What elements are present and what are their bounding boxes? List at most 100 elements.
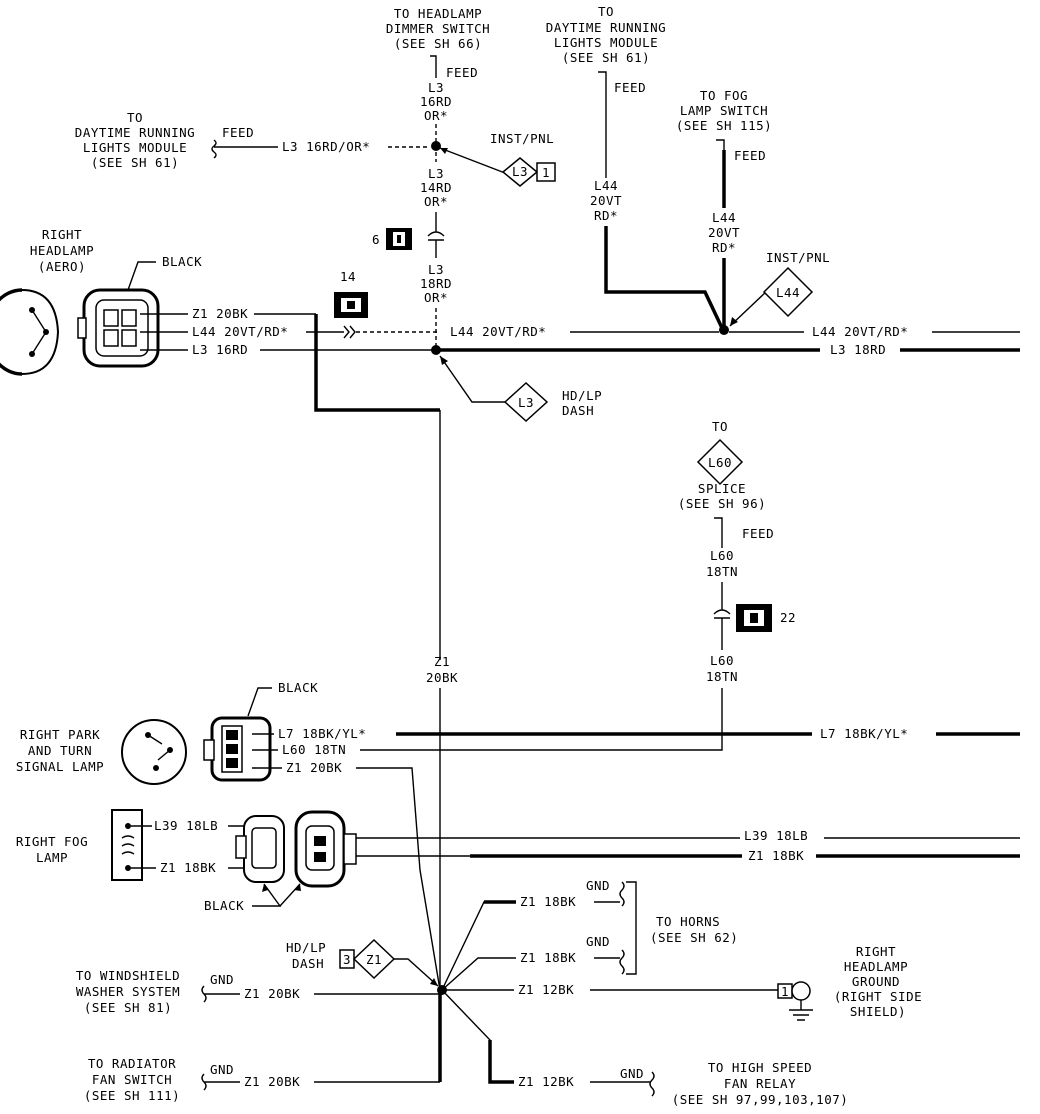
label-black-3: BLACK <box>204 898 244 913</box>
right-headlamp: RIGHT HEADLAMP (AERO) BLACK Z1 20BK L44 … <box>0 227 1020 423</box>
fog-lamp-icon <box>111 809 143 881</box>
svg-text:1: 1 <box>781 984 789 999</box>
label-hd-dimmer-1: TO HEADLAMP <box>394 6 482 21</box>
label-inst-pnl-2: INST/PNL <box>766 250 830 265</box>
label-z1-18bk-d: Z1 18BK <box>520 950 576 965</box>
label-ws-washer-1: TO WINDSHIELD <box>76 968 180 983</box>
splice-dot-l3-top <box>431 141 441 151</box>
label-drl-left-3: LIGHTS MODULE <box>83 140 187 155</box>
label-z1-12bk-b: Z1 12BK <box>518 1074 574 1089</box>
svg-text:L44: L44 <box>776 285 800 300</box>
l44-circuit: TO DAYTIME RUNNING LIGHTS MODULE (SEE SH… <box>546 4 830 335</box>
label-drl-left-4: (SEE SH 61) <box>91 155 179 170</box>
label-l3-b-3: OR* <box>424 194 448 209</box>
splice-dot-l3-mid <box>431 345 441 355</box>
label-l44-a-2: 20VT <box>590 193 622 208</box>
right-park-turn-lamp: BLACK RIGHT PARK AND TURN SIGNAL LAMP L7… <box>16 680 1020 991</box>
label-z1-18bk-a: Z1 18BK <box>160 860 216 875</box>
label-conn-22: 22 <box>780 610 796 625</box>
label-l3-c-2: 18RD <box>420 276 452 291</box>
label-l44-b-2: 20VT <box>708 225 740 240</box>
label-hl-ground-3: GROUND <box>852 974 900 989</box>
label-ws-washer-3: (SEE SH 81) <box>84 1000 172 1015</box>
label-l60-a-2: 18TN <box>706 564 738 579</box>
label-gnd-3: GND <box>210 972 234 987</box>
label-park-lamp-3: SIGNAL LAMP <box>16 759 104 774</box>
badge-l3-inst: L3 1 <box>501 157 556 187</box>
label-l44-20vt-rd-b: L44 20VT/RD* <box>450 324 546 339</box>
label-l44-20vt-rd-a: L44 20VT/RD* <box>192 324 288 339</box>
park-lamp-icon <box>121 719 187 785</box>
fog-connector-left-icon <box>235 815 285 883</box>
label-l7-18bk-yl-a: L7 18BK/YL* <box>278 726 366 741</box>
label-z1-20bk-d: Z1 20BK <box>244 1074 300 1089</box>
label-l3-c-3: OR* <box>424 290 448 305</box>
label-hd-lp-dash-1: HD/LP <box>562 388 602 403</box>
label-l44-b-1: L44 <box>712 210 736 225</box>
label-z1-20bk-c: Z1 20BK <box>244 986 300 1001</box>
right-fog-lamp: RIGHT FOG LAMP L39 18LB Z1 18BK BLACK <box>16 809 1020 913</box>
z1-ground-trunk: Z1 20BK <box>426 410 458 1080</box>
label-hd-dimmer-2: DIMMER SWITCH <box>386 21 490 36</box>
label-feed-3: FEED <box>614 80 646 95</box>
label-l60-b-2: 18TN <box>706 669 738 684</box>
label-to-horns-2: (SEE SH 62) <box>650 930 738 945</box>
svg-text:Z1: Z1 <box>366 952 382 967</box>
label-hs-fan-2: FAN RELAY <box>724 1076 796 1091</box>
label-ws-washer-2: WASHER SYSTEM <box>76 984 180 999</box>
label-l3-b-2: 14RD <box>420 180 452 195</box>
label-splice-3: (SEE SH 96) <box>678 496 766 511</box>
headlamp-connector-icon <box>77 288 160 368</box>
label-l3-a-2: 16RD <box>420 94 452 109</box>
label-l60-18tn: L60 18TN <box>282 742 346 757</box>
label-hd-lp-dash-z1-2: DASH <box>292 956 324 971</box>
svg-text:L3: L3 <box>512 164 528 179</box>
label-to-horns-1: TO HORNS <box>656 914 720 929</box>
ground-splice-area: GND Z1 18BK GND Z1 18BK TO HORNS (SEE SH… <box>76 878 922 1107</box>
svg-text:L3: L3 <box>518 395 534 410</box>
label-right-headlamp-2: HEADLAMP <box>30 243 94 258</box>
label-l60-b-1: L60 <box>710 653 734 668</box>
label-l7-18bk-yl-b: L7 18BK/YL* <box>820 726 908 741</box>
label-feed-4: FEED <box>734 148 766 163</box>
label-black-1: BLACK <box>162 254 202 269</box>
label-l3-18rd: L3 18RD <box>830 342 886 357</box>
label-black-2: BLACK <box>278 680 318 695</box>
label-z1-12bk-a: Z1 12BK <box>518 982 574 997</box>
label-park-lamp-2: AND TURN <box>28 743 92 758</box>
label-hl-ground-1: RIGHT <box>856 944 896 959</box>
label-l3-16rd: L3 16RD <box>192 342 248 357</box>
label-z1-20bk-a: Z1 20BK <box>192 306 248 321</box>
label-drl-top-2: DAYTIME RUNNING <box>546 20 666 35</box>
label-gnd-4: GND <box>210 1062 234 1077</box>
l60-circuit: TO L60 SPLICE (SEE SH 96) FEED L60 18TN … <box>360 419 796 751</box>
svg-text:L60: L60 <box>708 455 732 470</box>
label-rad-fan-1: TO RADIATOR <box>88 1056 176 1071</box>
label-z1-vert-2: 20BK <box>426 670 458 685</box>
label-hl-ground-4: (RIGHT SIDE <box>834 989 922 1004</box>
label-hs-fan-1: TO HIGH SPEED <box>708 1060 812 1075</box>
label-l44-b-3: RD* <box>712 240 736 255</box>
label-park-lamp-1: RIGHT PARK <box>20 727 100 742</box>
label-right-headlamp-3: (AERO) <box>38 259 86 274</box>
connector-14-icon <box>334 292 368 318</box>
label-feed-2: FEED <box>222 125 254 140</box>
svg-text:1: 1 <box>542 165 550 180</box>
label-gnd-5: GND <box>620 1066 644 1081</box>
label-z1-vert-1: Z1 <box>434 654 450 669</box>
l3-feed-circuit: TO HEADLAMP DIMMER SWITCH (SEE SH 66) FE… <box>75 6 556 352</box>
label-splice-1: TO <box>712 419 728 434</box>
label-drl-left-1: TO <box>127 110 143 125</box>
label-fog-sw-3: (SEE SH 115) <box>676 118 772 133</box>
label-conn-14: 14 <box>340 269 356 284</box>
label-z1-18bk-c: Z1 18BK <box>520 894 576 909</box>
label-splice-2: SPLICE <box>698 481 746 496</box>
label-feed-5: FEED <box>742 526 774 541</box>
label-hl-ground-5: SHIELD) <box>850 1004 906 1019</box>
label-fog-lamp-1: RIGHT FOG <box>16 834 88 849</box>
fog-connector-right-icon <box>294 810 357 888</box>
label-l39-18lb-a: L39 18LB <box>154 818 218 833</box>
label-z1-20bk-b: Z1 20BK <box>286 760 342 775</box>
label-fog-lamp-2: LAMP <box>36 850 68 865</box>
